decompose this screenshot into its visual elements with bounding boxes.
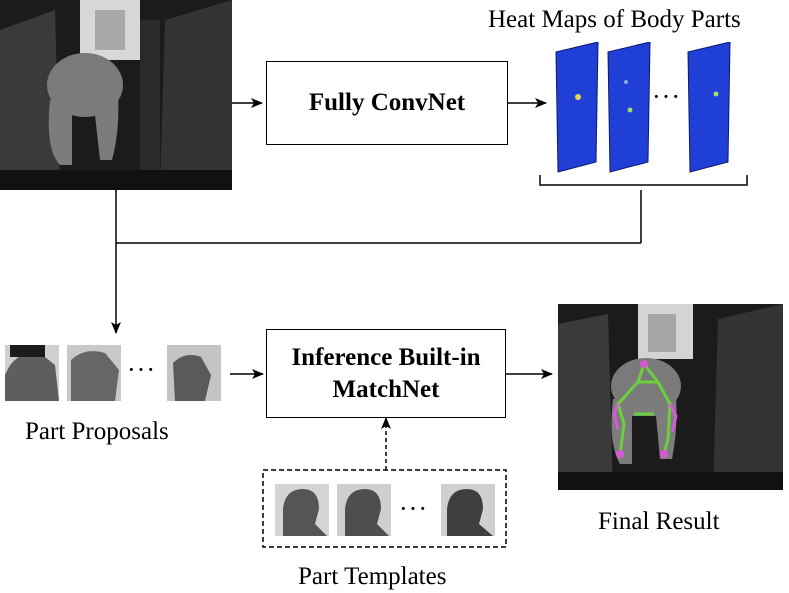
templates-ellipsis: ··· (399, 494, 428, 523)
heatmaps-group: ··· (548, 42, 748, 177)
matchnet-label-line1: Inference Built-in (291, 344, 481, 372)
part-proposals-label: Part Proposals (25, 418, 169, 445)
matchnet-label-line2: MatchNet (332, 375, 440, 403)
matchnet-node: Inference Built-in MatchNet (266, 329, 506, 418)
final-result-image (558, 304, 783, 490)
final-result-label: Final Result (598, 508, 720, 535)
fully-convnet-node: Fully ConvNet (266, 61, 508, 145)
part-templates-group: ··· (275, 484, 497, 536)
heatmap-1 (555, 42, 599, 173)
part-proposals-group: ··· (5, 345, 225, 401)
templates-dashed-box (262, 469, 507, 548)
heatmaps-ellipsis: ··· (652, 82, 681, 111)
heatmaps-brace (539, 175, 748, 186)
part-templates-label: Part Templates (298, 563, 447, 590)
input-depth-image (0, 0, 232, 190)
heatmaps-label: Heat Maps of Body Parts (488, 6, 741, 33)
proposals-ellipsis: ··· (127, 355, 156, 384)
fully-convnet-label: Fully ConvNet (308, 89, 466, 117)
heatmap-2 (607, 42, 651, 173)
heatmap-3 (687, 42, 731, 173)
